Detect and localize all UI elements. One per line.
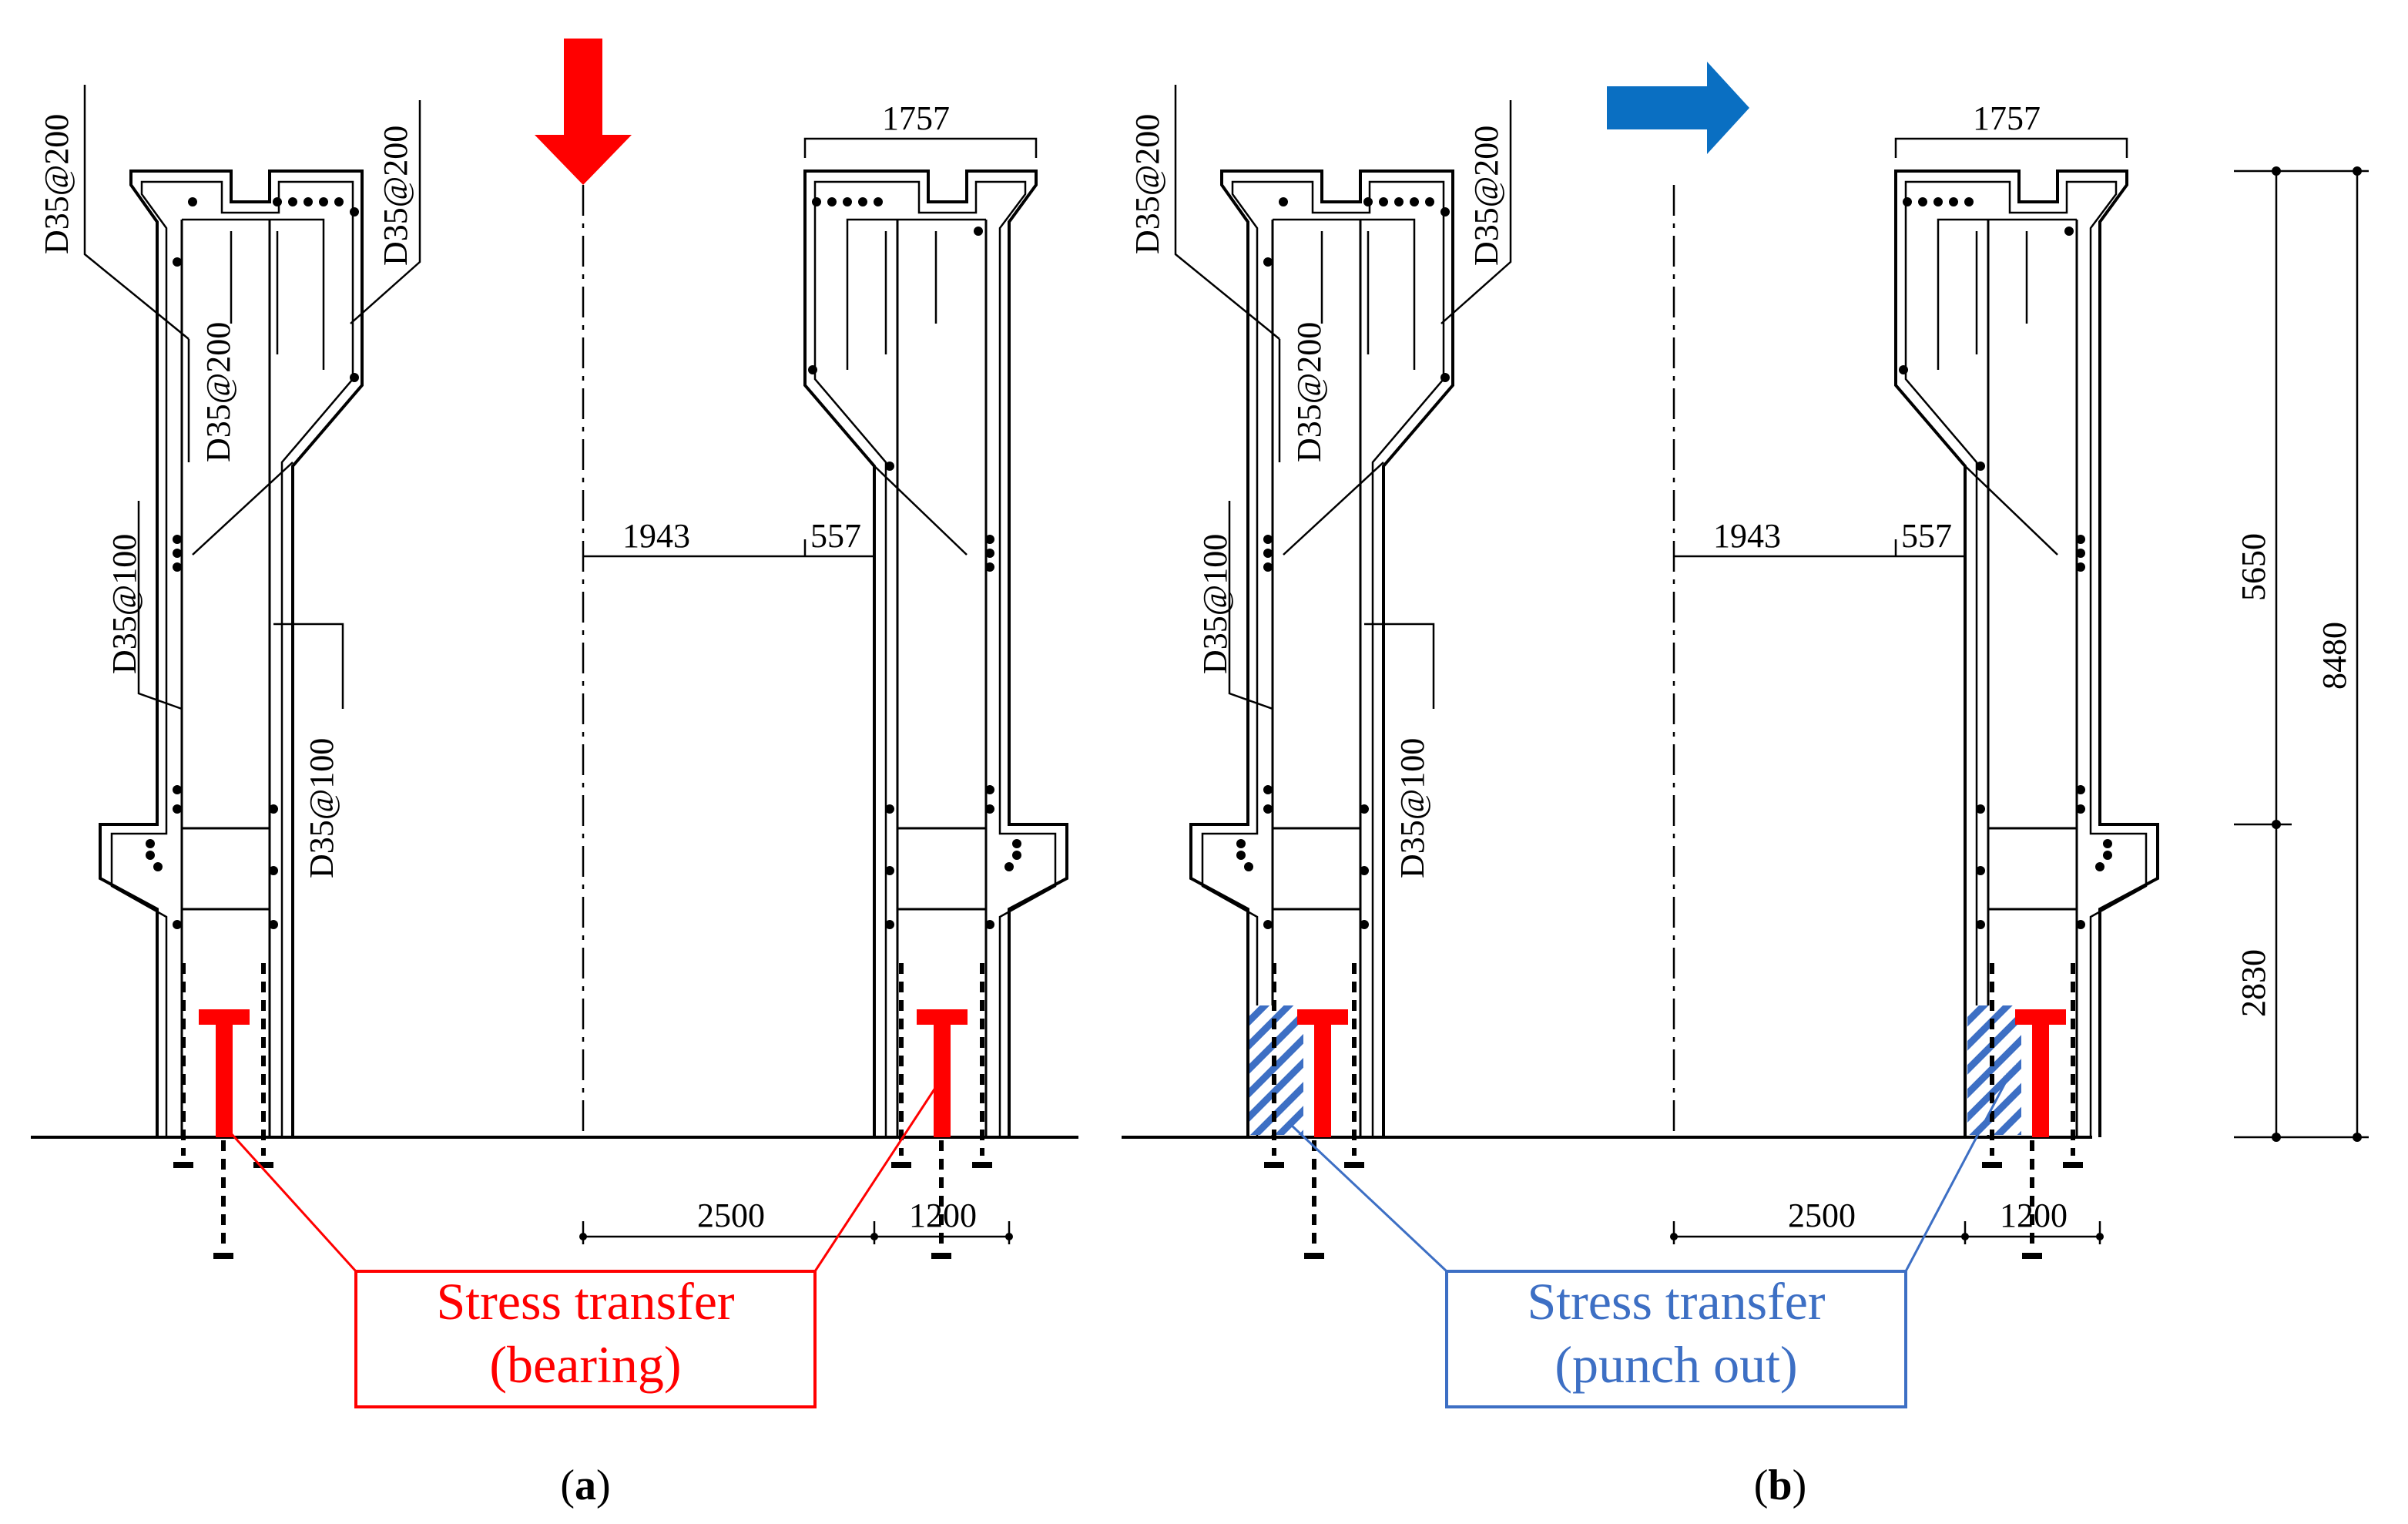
rebar-label-top-left: D35@200 [1129,114,1166,254]
dim-wall-base: 1200 [909,1197,977,1234]
dim-wall-top: 557 [1901,517,1952,555]
dim-radius-inner: 1943 [622,517,690,555]
dim-radius-base: 2500 [697,1197,765,1234]
dim-radius-inner: 1943 [1713,517,1781,555]
caption-a: (a) [560,1462,610,1509]
caption-b: (b) [1754,1462,1806,1509]
rebar-label-mid: D35@200 [200,322,237,462]
callout-bearing-line1: Stress transfer [436,1272,734,1331]
rebar-label-top-right: D35@200 [1467,126,1505,266]
rebar-label-top-left: D35@200 [38,114,75,254]
dim-height-total: 8480 [2316,622,2353,690]
dimension-lines [1672,137,2128,1244]
anchor-bolts [1264,963,2083,1259]
left-rebar-dots [1236,197,1450,929]
left-rebar-dots [146,197,359,929]
right-arrow-icon [1607,62,1749,154]
height-dimensions [2234,170,2369,1139]
rebar-label-lower-right: D35@100 [1393,738,1431,878]
left-wall [99,170,364,1137]
callout-punch-out: Stress transfer (punch out) [1290,1078,2009,1408]
right-rebar-dots [808,197,1021,929]
rebar-label-group: D35@200 D35@200 D35@200 D35@100 D35@100 [1129,114,1505,878]
callout-bearing-line2: (bearing) [489,1335,681,1394]
rebar-leaders [83,85,968,710]
callout-bearing: Stress transfer (bearing) [222,1078,943,1408]
dim-top-width: 1757 [1973,99,2041,137]
rebar-leaders [1174,85,2058,710]
bearing-t-members [1297,1009,2066,1137]
right-wall [1894,170,2159,1137]
rebar-label-mid: D35@200 [1290,322,1328,462]
dim-height-lower: 2830 [2235,949,2272,1017]
rebar-label-top-right: D35@200 [377,126,414,266]
right-wall [803,170,1068,1137]
anchor-bolts [173,963,992,1259]
dimension-lines [582,137,1038,1244]
rebar-label-group: D35@200 D35@200 D35@200 D35@100 D35@100 [38,114,414,878]
panel-a: D35@200 D35@200 D35@200 D35@100 D35@100 … [31,39,1078,1509]
rebar-label-lower-left: D35@100 [1196,534,1234,674]
callout-punch-line1: Stress transfer [1527,1272,1825,1331]
right-rebar-dots [1899,197,2112,929]
callout-punch-line2: (punch out) [1554,1335,1797,1394]
dim-height-upper: 5650 [2235,533,2272,601]
bearing-t-members [199,1009,968,1137]
down-arrow-icon [535,39,632,185]
dim-radius-base: 2500 [1788,1197,1856,1234]
rebar-label-lower-left: D35@100 [106,534,143,674]
dim-top-width: 1757 [882,99,950,137]
dim-wall-top: 557 [810,517,861,555]
rebar-label-lower-right: D35@100 [303,738,340,878]
panel-b: D35@200 D35@200 D35@200 D35@100 D35@100 … [1122,62,2159,1509]
dim-wall-base: 1200 [2000,1197,2068,1234]
